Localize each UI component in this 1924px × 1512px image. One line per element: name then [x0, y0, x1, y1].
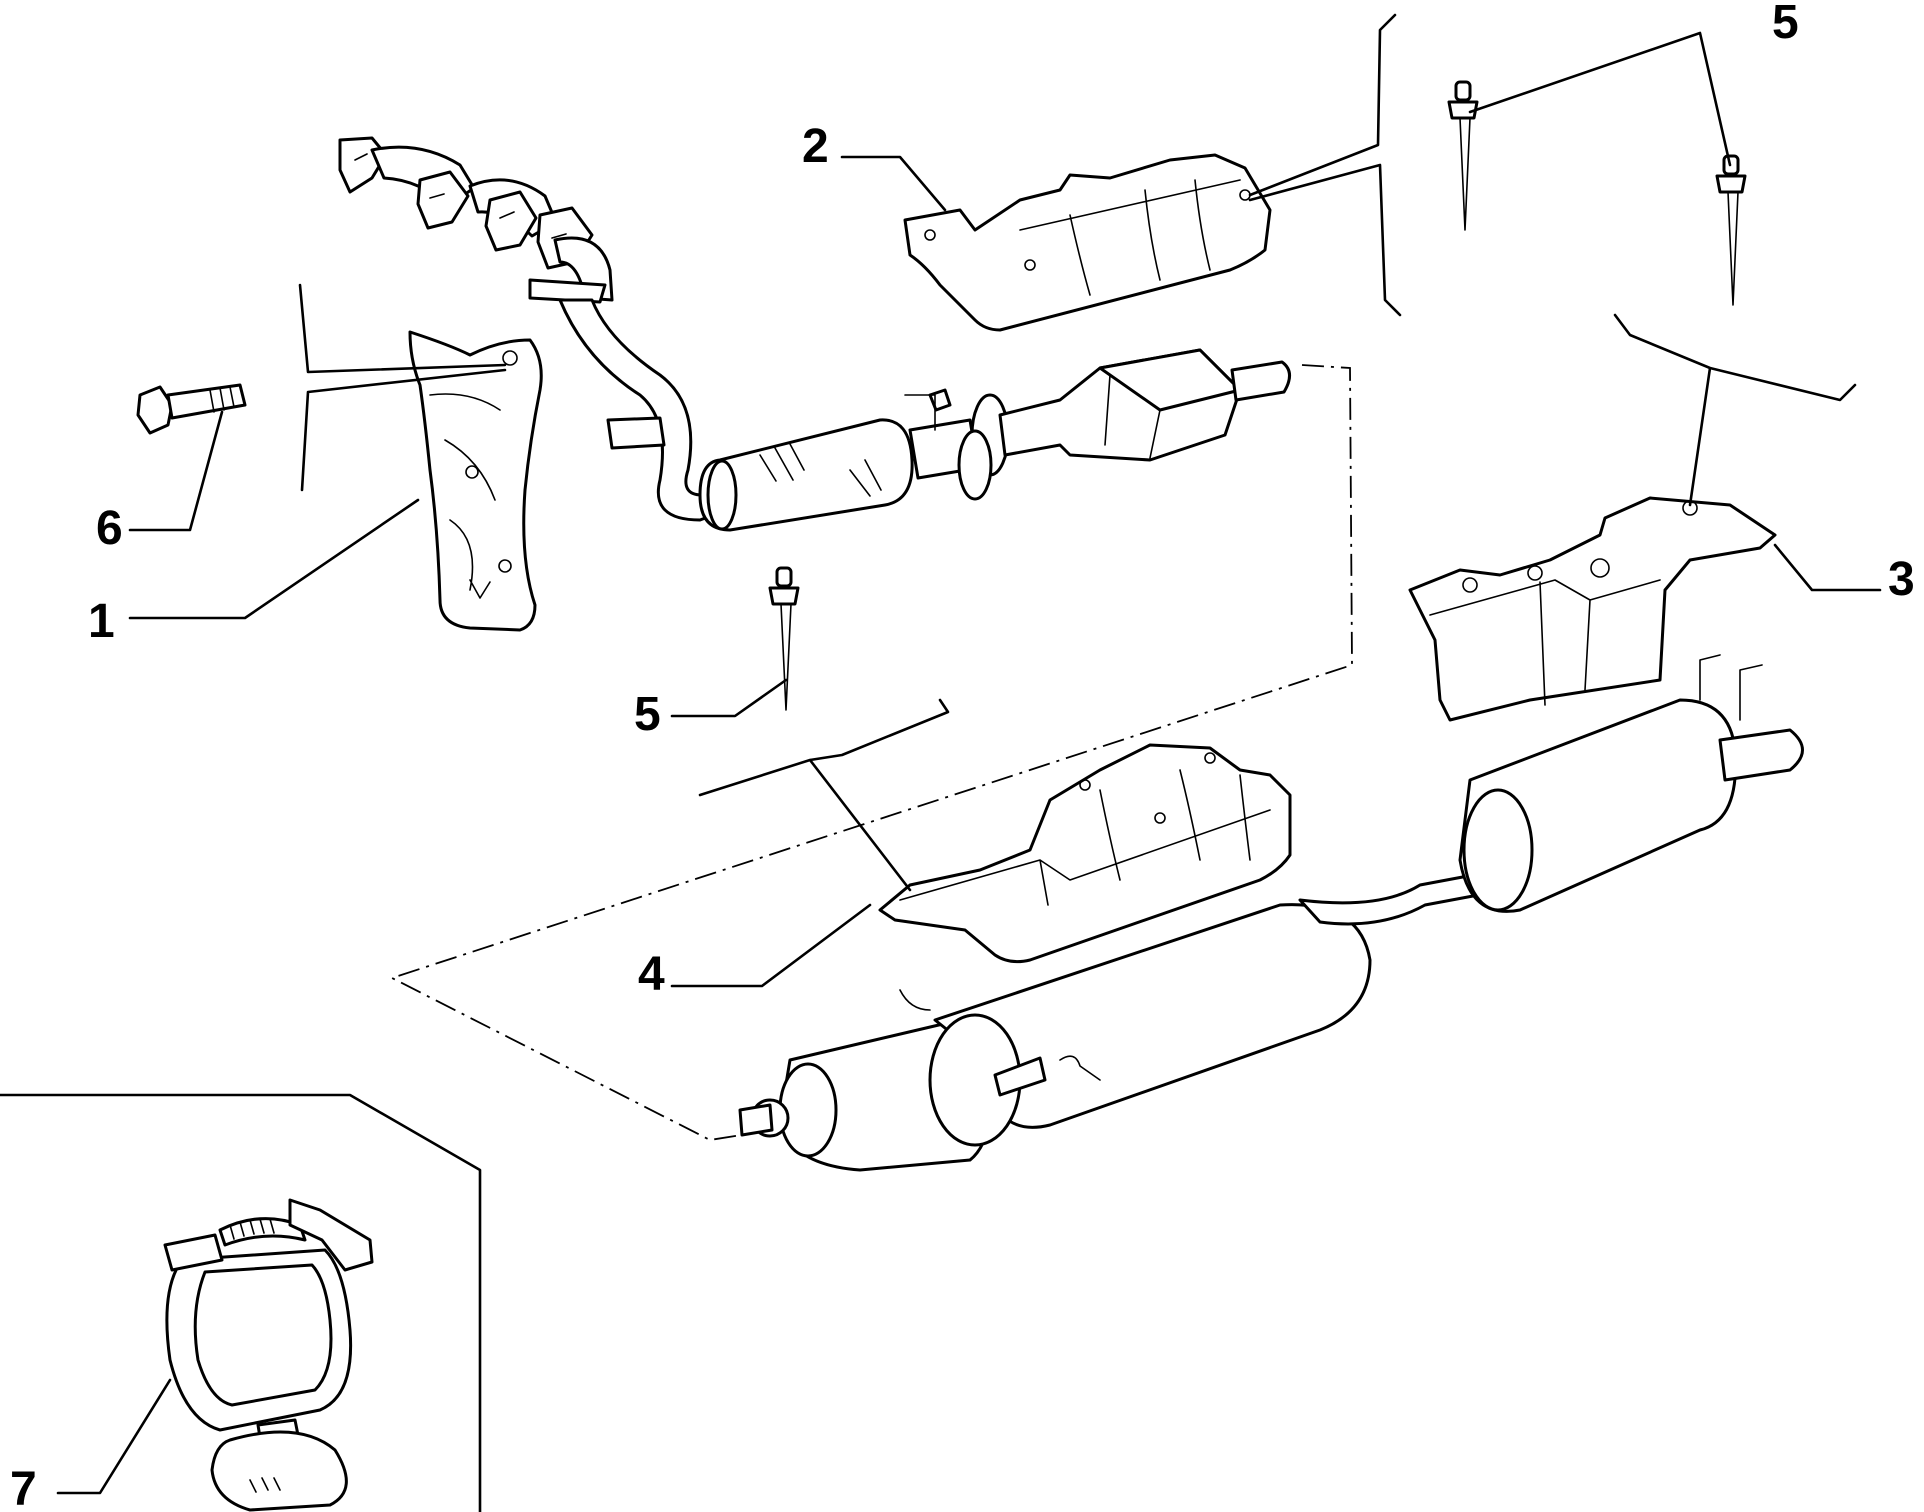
- callout-4: 4: [638, 948, 665, 1001]
- rivet: [1447, 80, 1479, 231]
- callout-1: 1: [88, 595, 115, 648]
- callout-5-top: 5: [1772, 0, 1799, 49]
- rear-heat-shield: [1408, 496, 1777, 722]
- assembly-outline: [389, 364, 1353, 1141]
- manifold-heat-shield: [408, 330, 543, 632]
- center-heat-shield: [878, 743, 1292, 964]
- callout-7: 7: [10, 1463, 37, 1512]
- exhaust-manifold: [338, 136, 614, 304]
- pipe-clamp: [163, 1198, 374, 1512]
- center-silencer: [738, 903, 1372, 1172]
- callout-3: 3: [1888, 553, 1915, 606]
- bolt: [136, 383, 247, 435]
- tunnel-heat-shield-upper: [903, 153, 1272, 332]
- callout-5-middle: 5: [634, 688, 661, 741]
- front-silencer: [698, 418, 914, 532]
- flex-joint: [904, 388, 1010, 501]
- leader-lines: [56, 13, 1882, 1495]
- callout-6: 6: [96, 502, 123, 555]
- tail-pipe-and-rear-silencer: [1298, 654, 1804, 926]
- catalytic-converter: [998, 348, 1291, 462]
- detail-frame: [0, 1093, 482, 1512]
- rivet: [1715, 154, 1747, 306]
- callout-2: 2: [802, 120, 829, 173]
- rivet: [768, 566, 800, 711]
